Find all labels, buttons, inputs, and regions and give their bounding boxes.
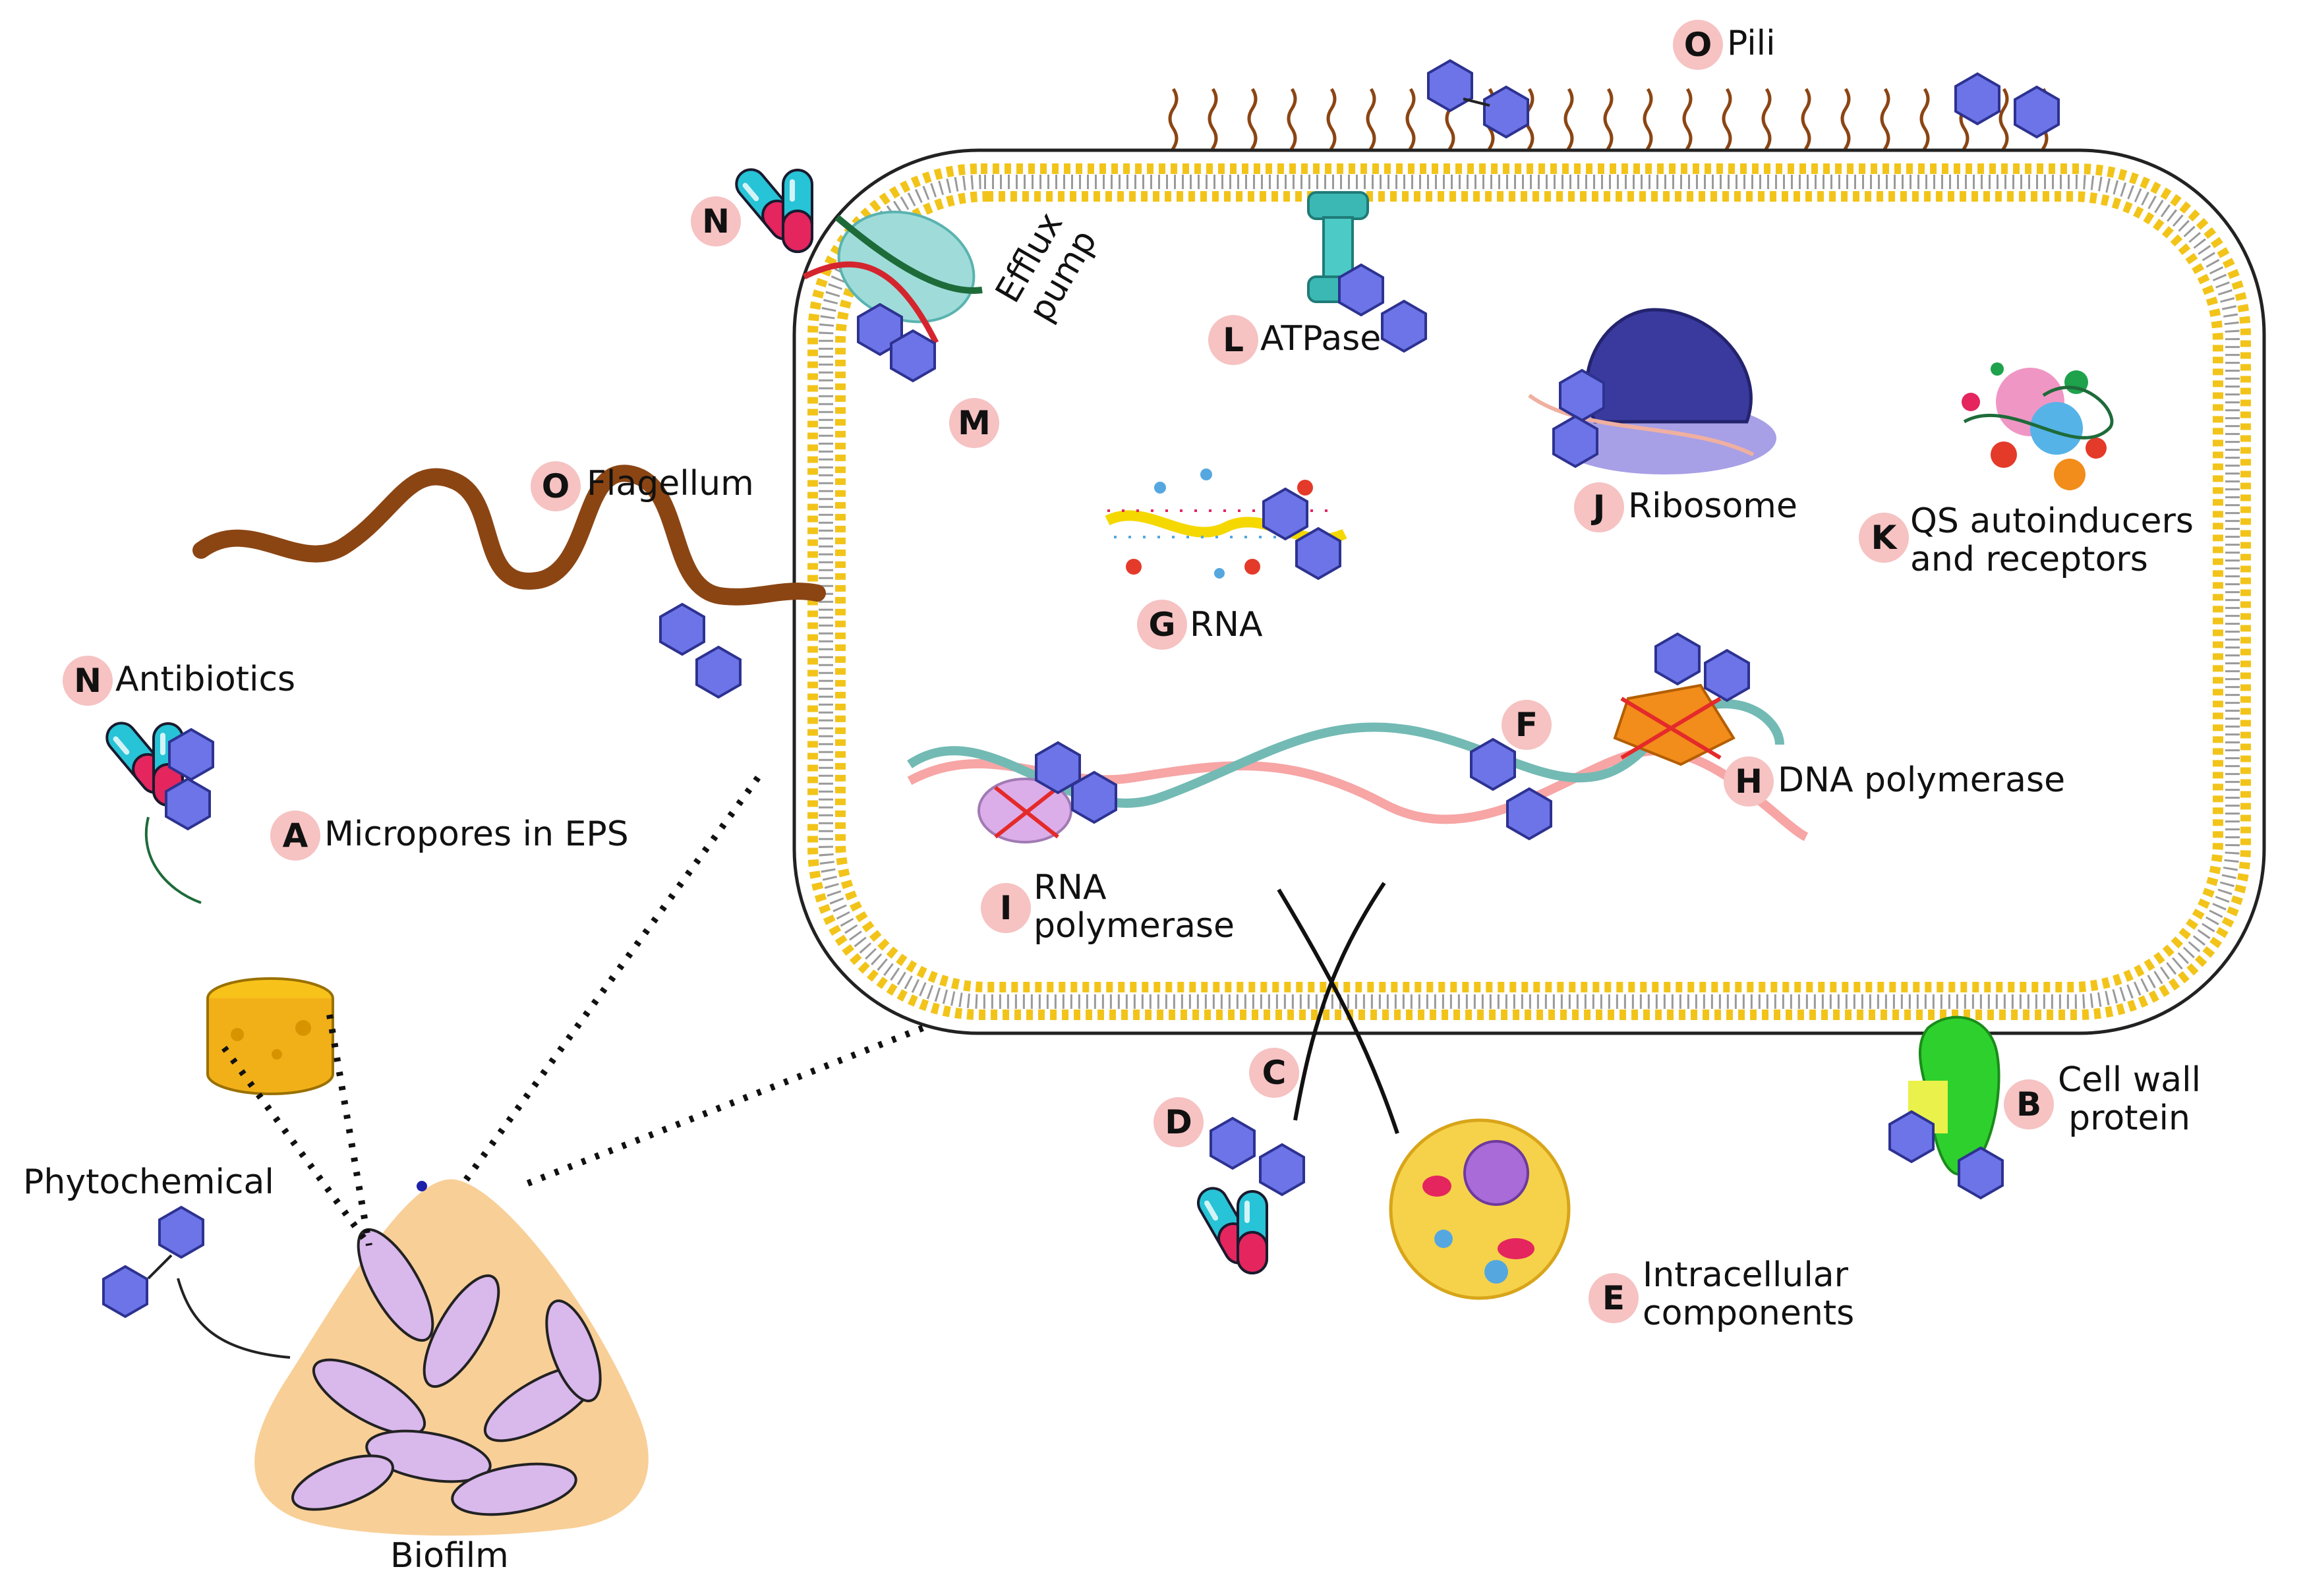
badge-g-rna: G xyxy=(1137,600,1187,650)
label-rna-pol-line2: polymerase xyxy=(1034,906,1235,946)
biofilm xyxy=(254,1179,649,1536)
phytochemical-on-pili xyxy=(1427,59,2060,138)
cell-wall-protein xyxy=(1888,1015,2004,1199)
label-rna-pol-line1: RNA xyxy=(1034,868,1107,907)
label-intracellular-line2: components xyxy=(1643,1294,1855,1333)
label-atpase: ATPase xyxy=(1260,319,1382,358)
zoom-lines xyxy=(221,776,924,1247)
label-flagellum: Flagellum xyxy=(587,464,754,503)
label-ribosome: Ribosome xyxy=(1628,486,1797,526)
crossing-arrows xyxy=(1277,882,1399,1134)
atpase xyxy=(1307,191,1427,353)
antibiotic-capsules-efflux xyxy=(729,162,813,253)
efflux-pump xyxy=(802,210,983,382)
label-pili: Pili xyxy=(1727,24,1776,63)
antibiotic-capsules-d xyxy=(1191,1117,1305,1274)
badge-h-dna-polymerase: H xyxy=(1724,756,1774,807)
badge-f: F xyxy=(1502,700,1552,750)
label-dna-polymerase: DNA polymerase xyxy=(1778,760,2066,800)
label-qs-line2: and receptors xyxy=(1910,540,2148,579)
badge-n-efflux: N xyxy=(691,196,741,246)
badge-o-pili: O xyxy=(1673,20,1723,70)
flagellum xyxy=(192,465,826,698)
qs-autoinducers xyxy=(1962,362,2114,490)
intracellular-cell xyxy=(1389,1118,1571,1300)
label-qs: QS autoinducers and receptors xyxy=(1910,502,2194,579)
badge-j-ribosome: J xyxy=(1574,482,1624,532)
label-qs-line1: QS autoinducers xyxy=(1910,501,2194,541)
ribosome xyxy=(1528,308,1776,474)
label-rna: RNA xyxy=(1190,605,1263,644)
badge-i-rna-polymerase: I xyxy=(981,883,1031,933)
badge-a-micropores: A xyxy=(270,811,320,861)
label-antibiotics: Antibiotics xyxy=(115,660,296,699)
badge-k-qs: K xyxy=(1859,513,1909,563)
rna-polymerase xyxy=(977,741,1117,843)
badge-d: D xyxy=(1153,1097,1204,1147)
label-rna-polymerase: RNA polymerase xyxy=(1034,869,1235,945)
phytochemical-left xyxy=(102,1206,291,1359)
label-cell-wall-protein: Cell wall protein xyxy=(2058,1061,2201,1137)
badge-e-intracellular: E xyxy=(1589,1273,1639,1323)
badge-c: C xyxy=(1249,1048,1299,1098)
badge-n-antibiotics: N xyxy=(63,656,113,706)
dna-polymerase xyxy=(1613,633,1750,766)
label-cell-wall-line2: protein xyxy=(2068,1098,2190,1138)
badge-o-flagellum: O xyxy=(531,461,581,511)
label-intracellular: Intracellular components xyxy=(1643,1256,1854,1332)
label-intracellular-line1: Intracellular xyxy=(1643,1255,1849,1295)
label-micropores: Micropores in EPS xyxy=(324,814,629,854)
rna-strand xyxy=(1105,469,1347,580)
eps-sponge xyxy=(206,977,334,1095)
badge-m-efflux: M xyxy=(949,398,999,448)
label-biofilm: Biofilm xyxy=(390,1536,509,1576)
badge-l-atpase: L xyxy=(1208,315,1258,365)
label-phytochemical: Phytochemical xyxy=(23,1162,274,1202)
label-cell-wall-line1: Cell wall xyxy=(2058,1060,2202,1100)
badge-b-cell-wall: B xyxy=(2004,1079,2054,1129)
antibiotics-group xyxy=(100,716,214,904)
